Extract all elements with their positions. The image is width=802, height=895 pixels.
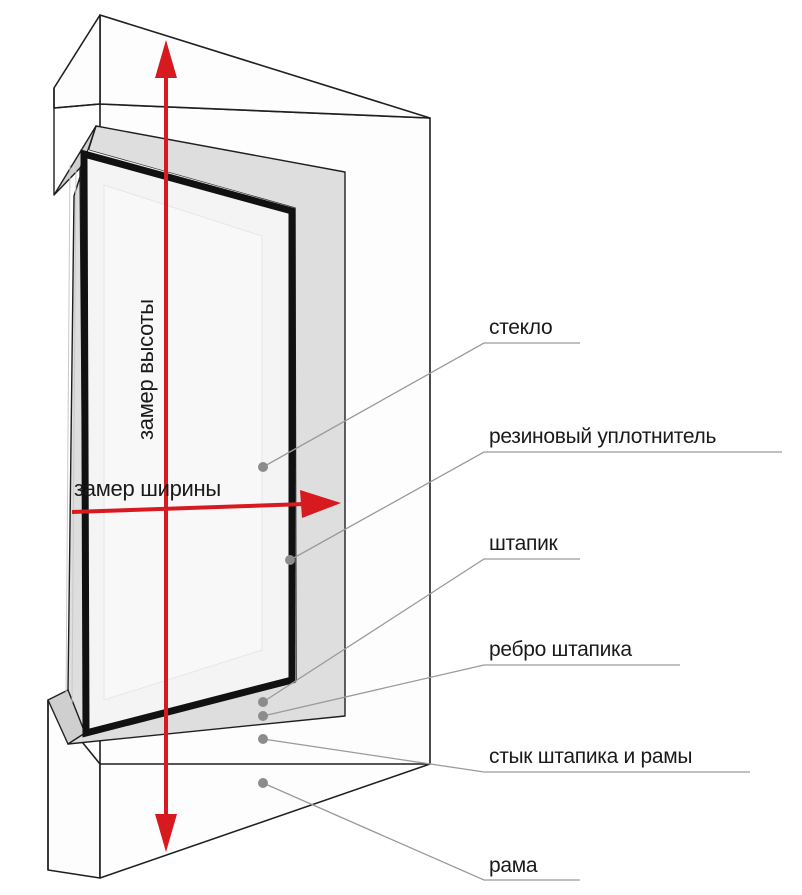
glass-reflection-lines (65, 161, 77, 706)
dot-frame (258, 778, 268, 788)
rubber-seal (80, 149, 296, 738)
callout-dots (258, 462, 295, 788)
callout-glazing-bead: штапик (489, 532, 559, 555)
leader-bead-frame-joint (262, 738, 750, 773)
dot-glass (258, 462, 268, 472)
glass-pane (65, 150, 296, 733)
height-arrow-shaft (164, 70, 168, 820)
callout-bead-edge: ребро штапика (489, 638, 632, 661)
width-arrow (72, 490, 341, 518)
leader-lines (262, 342, 782, 881)
dot-bead-frame-joint (258, 734, 268, 744)
width-arrow-shaft (72, 502, 305, 514)
dot-glazing-bead (258, 697, 268, 707)
width-measure-label: замер ширины (74, 476, 221, 501)
height-measure-label: замер высоты (133, 299, 158, 440)
frame-top-block (99, 14, 431, 119)
leader-glass (262, 342, 580, 468)
leader-glazing-bead (262, 558, 580, 703)
frame-top-side (53, 14, 101, 109)
leader-rubber-seal (289, 451, 782, 561)
callout-glass: стекло (489, 316, 552, 339)
callout-bead-frame-joint: стык штапика и рамы (489, 745, 692, 768)
leader-bead-edge (262, 664, 680, 717)
glass-inner-panel (103, 184, 263, 701)
width-arrow-head (300, 490, 341, 518)
height-arrow-head-bottom (155, 814, 177, 852)
frame-left-profile (47, 88, 101, 870)
height-arrow (155, 40, 177, 852)
dot-bead-edge (258, 711, 268, 721)
callout-frame: рама (489, 854, 538, 877)
callout-rubber-seal: резиновый уплотнитель (489, 425, 716, 448)
height-arrow-head-top (155, 40, 177, 78)
dot-rubber-seal (285, 555, 295, 565)
leader-frame (262, 782, 580, 881)
frame-bottom-block (99, 763, 431, 879)
